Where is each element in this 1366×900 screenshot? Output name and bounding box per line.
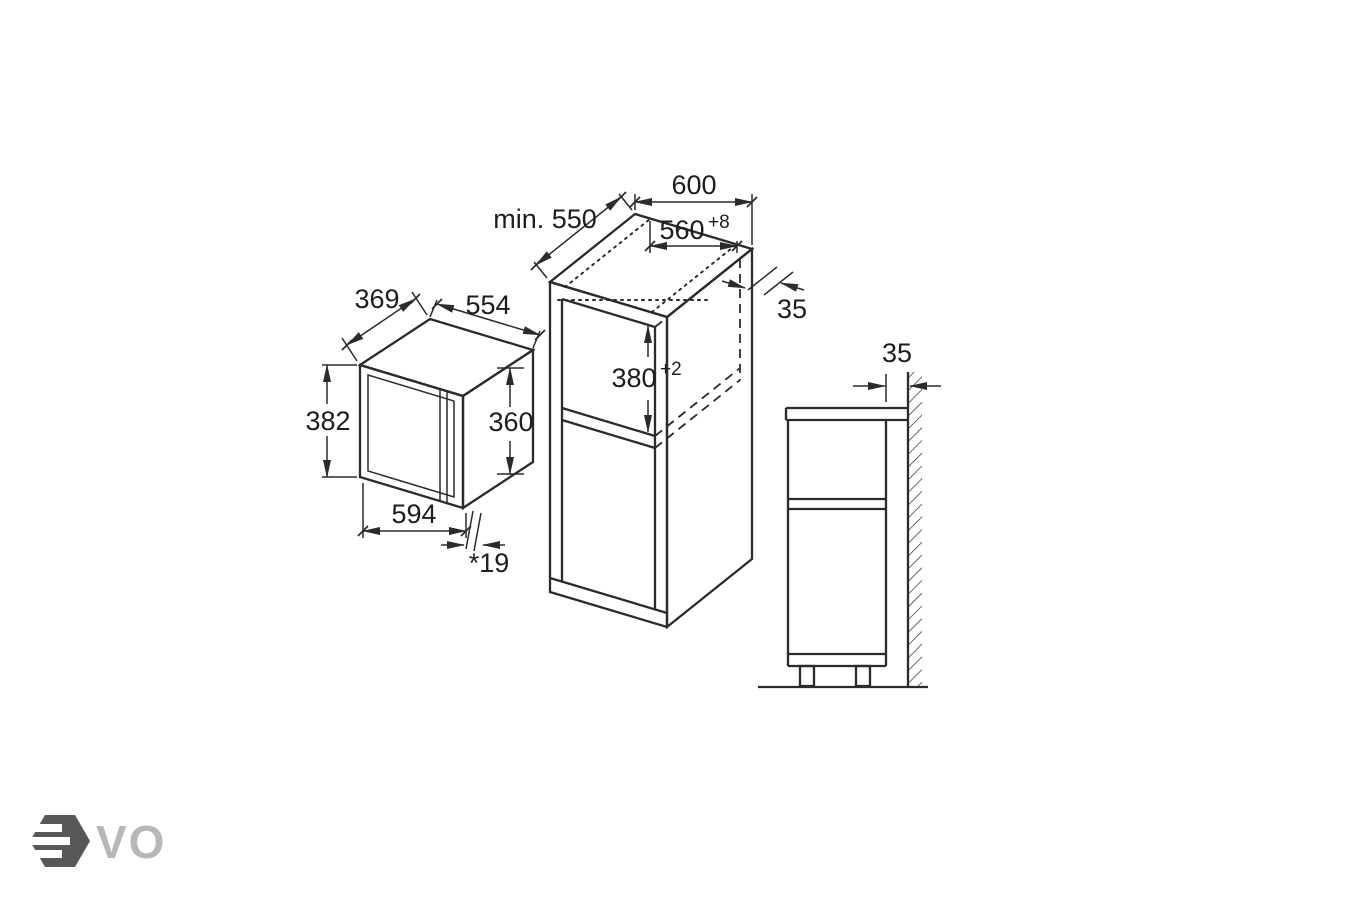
evo-logo: VO xyxy=(26,815,166,868)
label-appliance-height: 382 xyxy=(305,406,350,436)
cabinet-isometric xyxy=(547,212,755,630)
side-foot-left xyxy=(798,664,816,688)
appliance-door-outline xyxy=(367,373,455,499)
dim-appliance-depth: 369 xyxy=(341,284,428,362)
label-opening-width: 560 xyxy=(659,215,704,245)
dim-appliance-protrusion: *19 xyxy=(441,510,510,578)
hidden-niche-top-edge xyxy=(654,258,741,328)
label-cabinet-width: 600 xyxy=(671,170,716,200)
label-appliance-front-height: 360 xyxy=(488,407,533,437)
dim-appliance-top-width: 554 xyxy=(429,290,546,349)
label-appliance-top-width: 554 xyxy=(465,290,510,320)
dim-opening-width: 560 +8 xyxy=(644,212,743,253)
label-opening-height-tolerance: +2 xyxy=(660,359,682,380)
hidden-shelf-edge-top xyxy=(654,367,741,437)
dim-appliance-height: 382 xyxy=(305,364,357,478)
label-appliance-protrusion: *19 xyxy=(469,548,510,578)
projection-left-dotted xyxy=(564,218,651,288)
dim-appliance-front-width: 594 xyxy=(357,483,472,538)
wall-hatching xyxy=(908,372,922,687)
dim-wall-clearance: 35 xyxy=(853,338,941,402)
cabinet-front-face xyxy=(548,280,669,629)
cabinet-side-view xyxy=(758,372,928,689)
label-rear-clearance: 35 xyxy=(777,294,807,324)
projection-right-dotted xyxy=(651,243,738,313)
appliance-isometric xyxy=(357,317,536,511)
dim-niche-min-depth: min. 550 xyxy=(493,191,633,279)
label-appliance-depth: 369 xyxy=(354,284,399,314)
dim-cabinet-width: 600 xyxy=(629,170,758,245)
cabinet-shelf-top xyxy=(561,406,656,438)
label-opening-width-tolerance: +8 xyxy=(708,212,730,233)
hexagon-e-icon xyxy=(26,815,90,867)
dim-appliance-front-height: 360 xyxy=(488,367,534,475)
label-niche-min-depth: min. 550 xyxy=(493,204,597,234)
cabinet-shelf-bottom xyxy=(561,418,656,450)
dim-opening-height: 380 +2 xyxy=(611,325,682,433)
evo-logo-text: VO xyxy=(96,816,166,868)
dim-rear-clearance: 35 xyxy=(721,266,807,324)
cabinet-opening-top xyxy=(561,297,656,329)
label-wall-clearance: 35 xyxy=(882,338,912,368)
hidden-shelf-edge-bottom xyxy=(654,379,741,449)
cabinet-base-line xyxy=(549,576,668,615)
side-foot-right xyxy=(854,664,872,688)
appliance-top-face xyxy=(357,317,536,398)
appliance-front-face xyxy=(358,363,465,510)
label-appliance-front-width: 594 xyxy=(391,499,436,529)
label-opening-height: 380 xyxy=(611,363,656,393)
